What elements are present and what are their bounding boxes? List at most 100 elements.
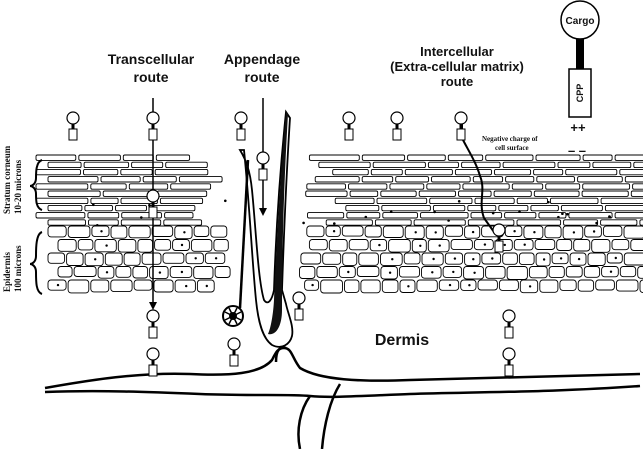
cell-nucleus	[609, 270, 613, 273]
appendage-title: Appendage	[224, 51, 300, 67]
epidermal-cell	[137, 239, 154, 253]
corneocyte	[122, 154, 154, 161]
cpp-cargo-icon	[146, 309, 160, 339]
cell-nucleus	[468, 284, 471, 287]
intercellular-label-box	[362, 38, 546, 96]
epidermal-cell	[306, 225, 325, 238]
nucleus-dot	[364, 215, 368, 219]
positive-charge: ++	[570, 120, 586, 135]
dermis-label-box	[360, 318, 444, 360]
cell-nucleus	[388, 271, 392, 274]
corneocyte	[165, 161, 208, 169]
epidermal-cell	[587, 252, 606, 266]
epidermal-cell	[77, 239, 94, 251]
corneocyte	[88, 219, 119, 226]
epidermal-cell	[47, 252, 66, 264]
corneocyte	[633, 161, 643, 169]
epidermal-cell	[381, 279, 399, 293]
corneocyte	[164, 212, 194, 219]
nucleus-dot	[608, 215, 611, 219]
epidermal-cell	[539, 279, 559, 293]
epidermis-thickness-label: 100 microns	[13, 245, 23, 292]
corneocyte	[502, 161, 556, 169]
corneocyte	[404, 168, 453, 176]
blood-vessel-branch-left	[297, 395, 312, 449]
epidermal-cell	[356, 266, 380, 277]
corneocyte	[516, 197, 548, 205]
corneocyte	[474, 197, 515, 205]
cell-nucleus	[559, 257, 563, 260]
corneocyte	[407, 154, 446, 161]
negative-charge-note-line1: Negative charge of	[482, 135, 538, 143]
cell-nucleus	[452, 270, 455, 274]
epidermal-cell	[556, 239, 573, 251]
corneocyte	[142, 176, 177, 183]
corneocyte	[78, 154, 121, 161]
cpp-cargo-icon	[502, 347, 516, 377]
cell-nucleus	[378, 243, 381, 247]
epidermal-cell	[104, 252, 123, 266]
cell-nucleus	[542, 258, 546, 261]
corneocyte	[545, 183, 581, 190]
cell-nucleus	[513, 230, 516, 233]
cell-nucleus	[528, 285, 532, 288]
cell-nucleus	[438, 244, 441, 247]
cell-nucleus	[533, 231, 536, 234]
corneocyte	[582, 183, 631, 190]
cell-nucleus	[473, 271, 476, 274]
corneocyte	[565, 168, 618, 176]
epidermal-cell	[47, 225, 67, 238]
cpp-cargo-icon	[502, 309, 516, 339]
corneocyte	[307, 212, 345, 219]
nucleus-dot	[302, 221, 305, 225]
epidermal-cell	[299, 266, 316, 279]
epidermal-cell	[565, 266, 583, 278]
epidermal-cell	[344, 279, 360, 293]
corneocyte	[420, 212, 469, 219]
corneocyte	[557, 161, 591, 169]
nucleus-dot	[433, 210, 436, 214]
corneocyte	[120, 219, 162, 226]
corneocyte	[619, 168, 643, 176]
corneocyte	[431, 176, 471, 183]
cell-nucleus	[185, 284, 188, 288]
nucleus-dot	[140, 216, 143, 219]
cpp-cargo-icon	[342, 111, 356, 141]
blood-vessel-lower	[44, 384, 641, 399]
epidermal-cell	[341, 225, 364, 237]
corneocyte	[154, 168, 209, 176]
sebaceous-gland	[222, 305, 244, 327]
epidermal-cell	[57, 266, 73, 278]
cpp-label: CPP	[575, 84, 585, 103]
appendage-label-box	[214, 42, 312, 90]
cpp-box	[568, 68, 592, 118]
epidermal-cell	[477, 279, 498, 291]
cpp-probes	[66, 111, 516, 377]
cell-nucleus	[483, 243, 487, 246]
corneocyte	[511, 183, 544, 190]
corneocyte	[600, 219, 638, 226]
cpp-cargo-icon	[146, 347, 160, 377]
appendage-subtitle: route	[245, 69, 280, 85]
epidermal-cell	[639, 279, 643, 294]
nucleus-dot	[518, 210, 521, 213]
corneocyte	[47, 161, 82, 169]
epidermal-cell	[403, 252, 421, 265]
corneocyte	[90, 183, 127, 190]
transcellular-title: Transcellular	[108, 51, 195, 67]
epidermal-cell	[300, 252, 322, 265]
nucleus-dot	[566, 212, 569, 216]
epidermal-cell	[444, 225, 464, 237]
cell-nucleus	[205, 284, 208, 288]
cpp-cargo-icon	[146, 111, 160, 141]
nucleus-dot	[457, 200, 461, 203]
epidermal-cell	[193, 266, 214, 280]
cell-nucleus	[577, 257, 581, 261]
cpp-cargo-icon	[390, 111, 404, 141]
corneocyte	[432, 204, 466, 212]
intercellular-subtitle: (Extra-cellular matrix)	[390, 59, 524, 74]
corneocyte	[346, 212, 381, 219]
corneocyte	[549, 197, 599, 205]
cell-nucleus	[491, 257, 494, 260]
